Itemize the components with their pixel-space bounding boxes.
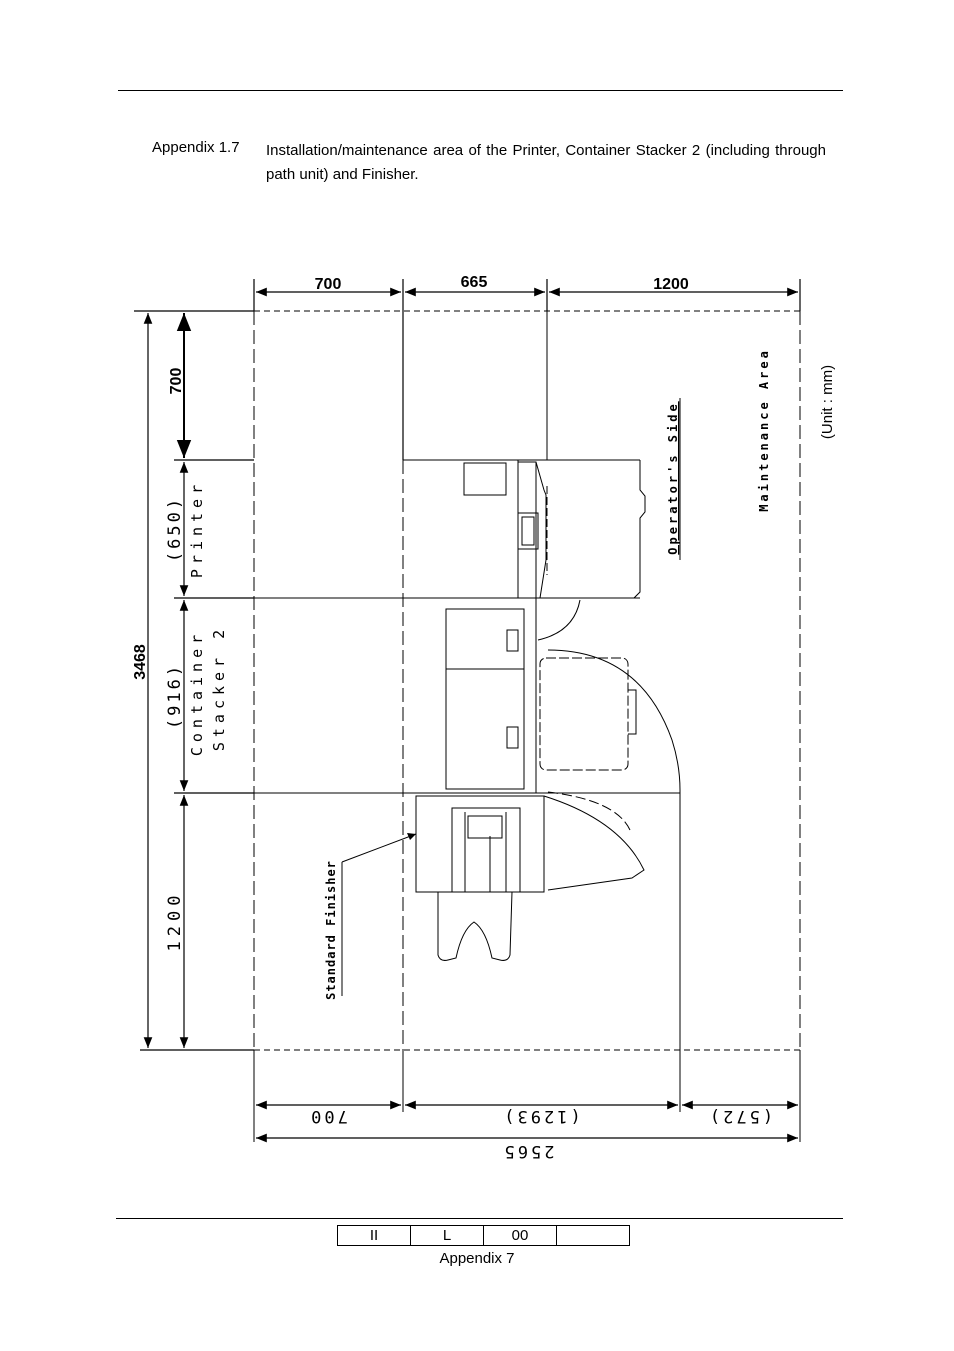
left-dim-total: 3468 bbox=[132, 644, 149, 680]
footer-cell-revision: 00 bbox=[483, 1225, 557, 1246]
unit-label: (Unit : mm) bbox=[819, 365, 836, 439]
finisher-dim: 1200 bbox=[165, 891, 185, 952]
top-dimensions bbox=[253, 279, 801, 460]
bottom-dim-572: (572) bbox=[707, 1106, 773, 1126]
finisher-leader bbox=[341, 833, 417, 996]
page-label: Appendix 7 bbox=[439, 1250, 515, 1267]
stacker-dim: (916) bbox=[165, 663, 185, 729]
finisher-body bbox=[415, 791, 645, 961]
header-rule bbox=[118, 90, 843, 91]
top-dim-700: 700 bbox=[315, 276, 342, 293]
stacker-label-line1: Container bbox=[188, 630, 206, 756]
finisher-label: Standard Finisher bbox=[324, 860, 338, 1000]
figure-caption: Installation/maintenance area of the Pri… bbox=[266, 142, 826, 183]
printer-body bbox=[254, 459, 646, 599]
container-stacker-body bbox=[254, 598, 681, 794]
printer-dim: (650) bbox=[165, 496, 185, 562]
footer-cell-section: II bbox=[337, 1225, 411, 1246]
footer-rule bbox=[116, 1218, 843, 1219]
area-boundary bbox=[253, 310, 801, 1142]
bottom-dim-700: 700 bbox=[308, 1106, 348, 1126]
top-dim-665: 665 bbox=[461, 274, 488, 291]
stacker-label-line2: Stacker 2 bbox=[210, 625, 228, 751]
printer-label: Printer bbox=[188, 480, 206, 578]
bottom-dimensions bbox=[256, 1100, 798, 1143]
bottom-dim-1293: (1293) bbox=[501, 1106, 580, 1126]
footer-table: II L 00 bbox=[337, 1225, 630, 1246]
left-dimensions bbox=[134, 310, 254, 1051]
left-dim-700: 700 bbox=[168, 368, 185, 395]
maintenance-area-label: Maintenance Area bbox=[757, 348, 771, 512]
operator-side-label: Operator's Side bbox=[666, 401, 680, 554]
figure-number: Appendix 1.7 bbox=[152, 139, 240, 156]
footer-cell-blank bbox=[556, 1225, 630, 1246]
top-dim-1200: 1200 bbox=[653, 276, 689, 293]
footer-cell-code: L bbox=[410, 1225, 484, 1246]
bottom-dim-total: 2565 bbox=[502, 1141, 555, 1161]
finisher-leader-arrow bbox=[407, 833, 416, 840]
